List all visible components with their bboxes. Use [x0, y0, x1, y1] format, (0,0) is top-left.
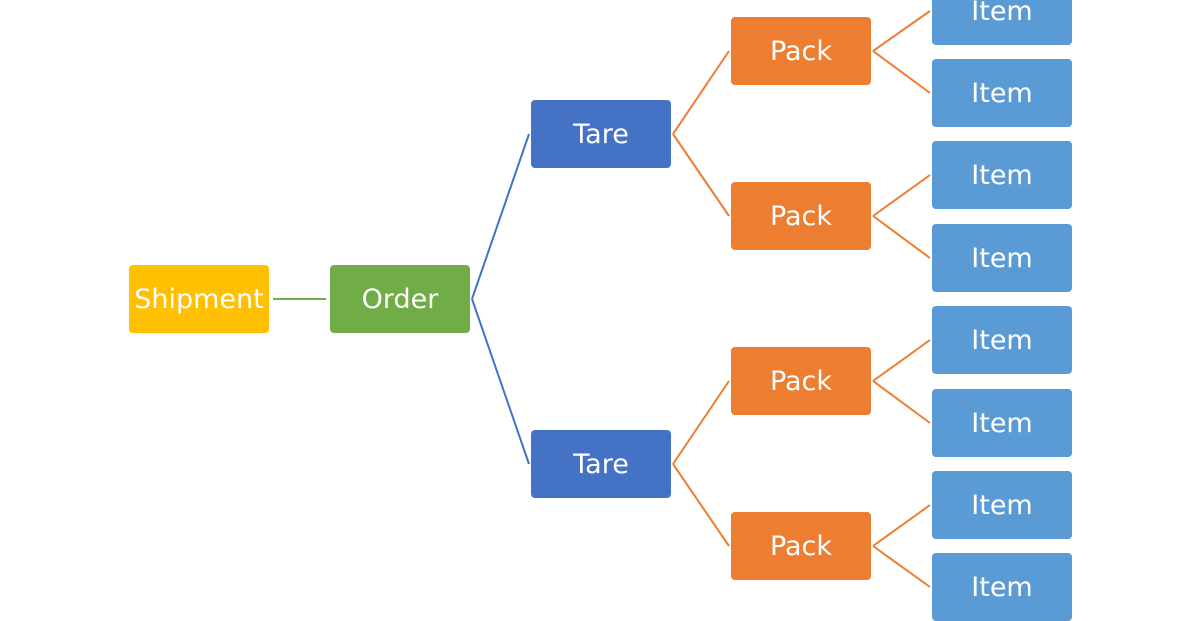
pack-node: Pack [731, 512, 871, 580]
item-node: Item [932, 553, 1072, 621]
item-node: Item [932, 141, 1072, 209]
connector-tare-pack [672, 50, 730, 135]
pack-node: Pack [731, 347, 871, 415]
pack-node: Pack [731, 182, 871, 250]
hierarchy-diagram: Shipment Order Tare Tare Pack Pack Pack … [129, 0, 1072, 621]
shipment-node: Shipment [129, 265, 269, 333]
connector-pack-item [872, 380, 931, 424]
item-node: Item [932, 471, 1072, 539]
tare-node: Tare [531, 100, 671, 168]
connector-pack-item [872, 50, 931, 94]
connector-tare-pack [672, 133, 730, 217]
connector-order-tare [471, 133, 530, 300]
item-node: Item [932, 0, 1072, 45]
connector-pack-item [872, 545, 931, 588]
connector-layer [273, 10, 931, 588]
connector-pack-item [872, 215, 931, 259]
tare-node: Tare [531, 430, 671, 498]
connector-tare-pack [672, 380, 730, 465]
item-node: Item [932, 306, 1072, 374]
item-node: Item [932, 389, 1072, 457]
item-node: Item [932, 224, 1072, 292]
connector-pack-item [872, 174, 931, 217]
connector-order-tare [471, 298, 530, 465]
item-node: Item [932, 59, 1072, 127]
connector-tare-pack [672, 463, 730, 547]
order-node: Order [330, 265, 470, 333]
connector-pack-item [872, 339, 931, 382]
connector-pack-item [872, 504, 931, 547]
pack-node: Pack [731, 17, 871, 85]
connector-pack-item [872, 10, 931, 52]
